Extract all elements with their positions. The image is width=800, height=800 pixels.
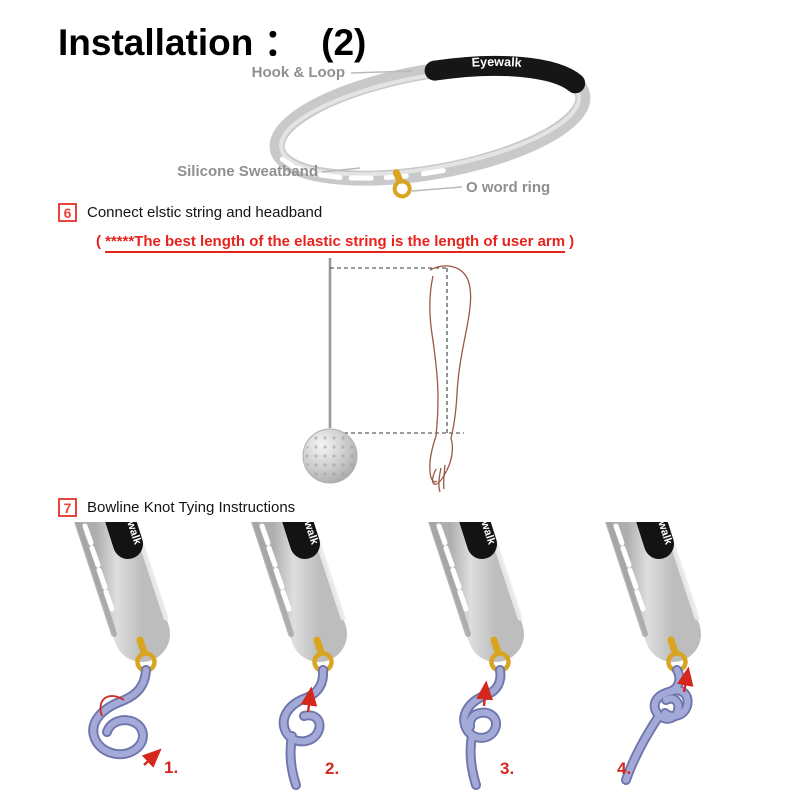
elastic-length-note: (*****The best length of the elastic str… (96, 233, 574, 253)
knot-step-label-2: 2. (325, 759, 339, 778)
note-open-paren: ( (96, 233, 101, 250)
red-arrow-3 (476, 680, 493, 707)
headband-segment (72, 522, 166, 671)
knot-panel-2: 2. (229, 522, 406, 790)
rope-step-2 (278, 665, 329, 790)
headband-band: Eyewalk (269, 37, 591, 199)
o-ring-leader-line (411, 186, 463, 192)
hook-loop-leader-line (350, 70, 413, 74)
rope-step-1 (88, 665, 151, 760)
knot-step-label-1: 1. (164, 758, 178, 777)
step-7-row: 7 Bowline Knot Tying Instructions (58, 498, 295, 517)
note-close-paren: ) (569, 233, 575, 250)
sweatband-label: Silicone Sweatband (177, 163, 318, 180)
step-7-number: 7 (63, 499, 72, 516)
sweatband-leader-line (321, 167, 361, 173)
step-7-number-box: 7 (58, 498, 77, 517)
step-7-text: Bowline Knot Tying Instructions (87, 499, 296, 516)
step-6-number-box: 6 (58, 203, 77, 222)
rope-step-4 (621, 665, 693, 785)
hook-loop-label: Hook & Loop (252, 64, 345, 81)
headband-segment (249, 522, 343, 671)
o-ring-label: O word ring (466, 179, 550, 196)
page-title: Installation ： (2) (58, 22, 367, 63)
red-string-trace (99, 695, 125, 717)
step-6-text: Connect elstic string and headband (87, 204, 323, 221)
knot-panel-1: Eyewalk 1. (52, 522, 229, 777)
arm-sketch (429, 265, 472, 493)
headband-illustration: Eyewalk Hook & Loop Silicone Sweatband O… (177, 25, 591, 199)
knot-step-panels: Eyewalk 1. (52, 522, 760, 794)
knot-step-label-3: 3. (500, 759, 514, 778)
knot-step-label-4: 4. (617, 759, 631, 778)
step-6-row: 6 Connect elstic string and headband (58, 203, 322, 222)
step-6-number: 6 (63, 204, 72, 221)
knot-panel-3: 3. (406, 522, 583, 790)
red-arrow-1 (141, 748, 162, 768)
string-length-diagram (302, 258, 472, 493)
rope-step-3 (459, 665, 506, 790)
band-highlight (279, 67, 581, 177)
golf-ball (302, 428, 358, 484)
measure-dashed-lines (330, 267, 464, 434)
red-arrow-4 (676, 666, 694, 693)
knot-panel-4: 4. (583, 522, 760, 785)
o-ring (392, 169, 412, 199)
headband-segment (426, 522, 520, 671)
red-arrow-2 (300, 686, 318, 713)
headband-segment (603, 522, 697, 671)
note-underlined-text: *****The best length of the elastic stri… (105, 233, 566, 253)
